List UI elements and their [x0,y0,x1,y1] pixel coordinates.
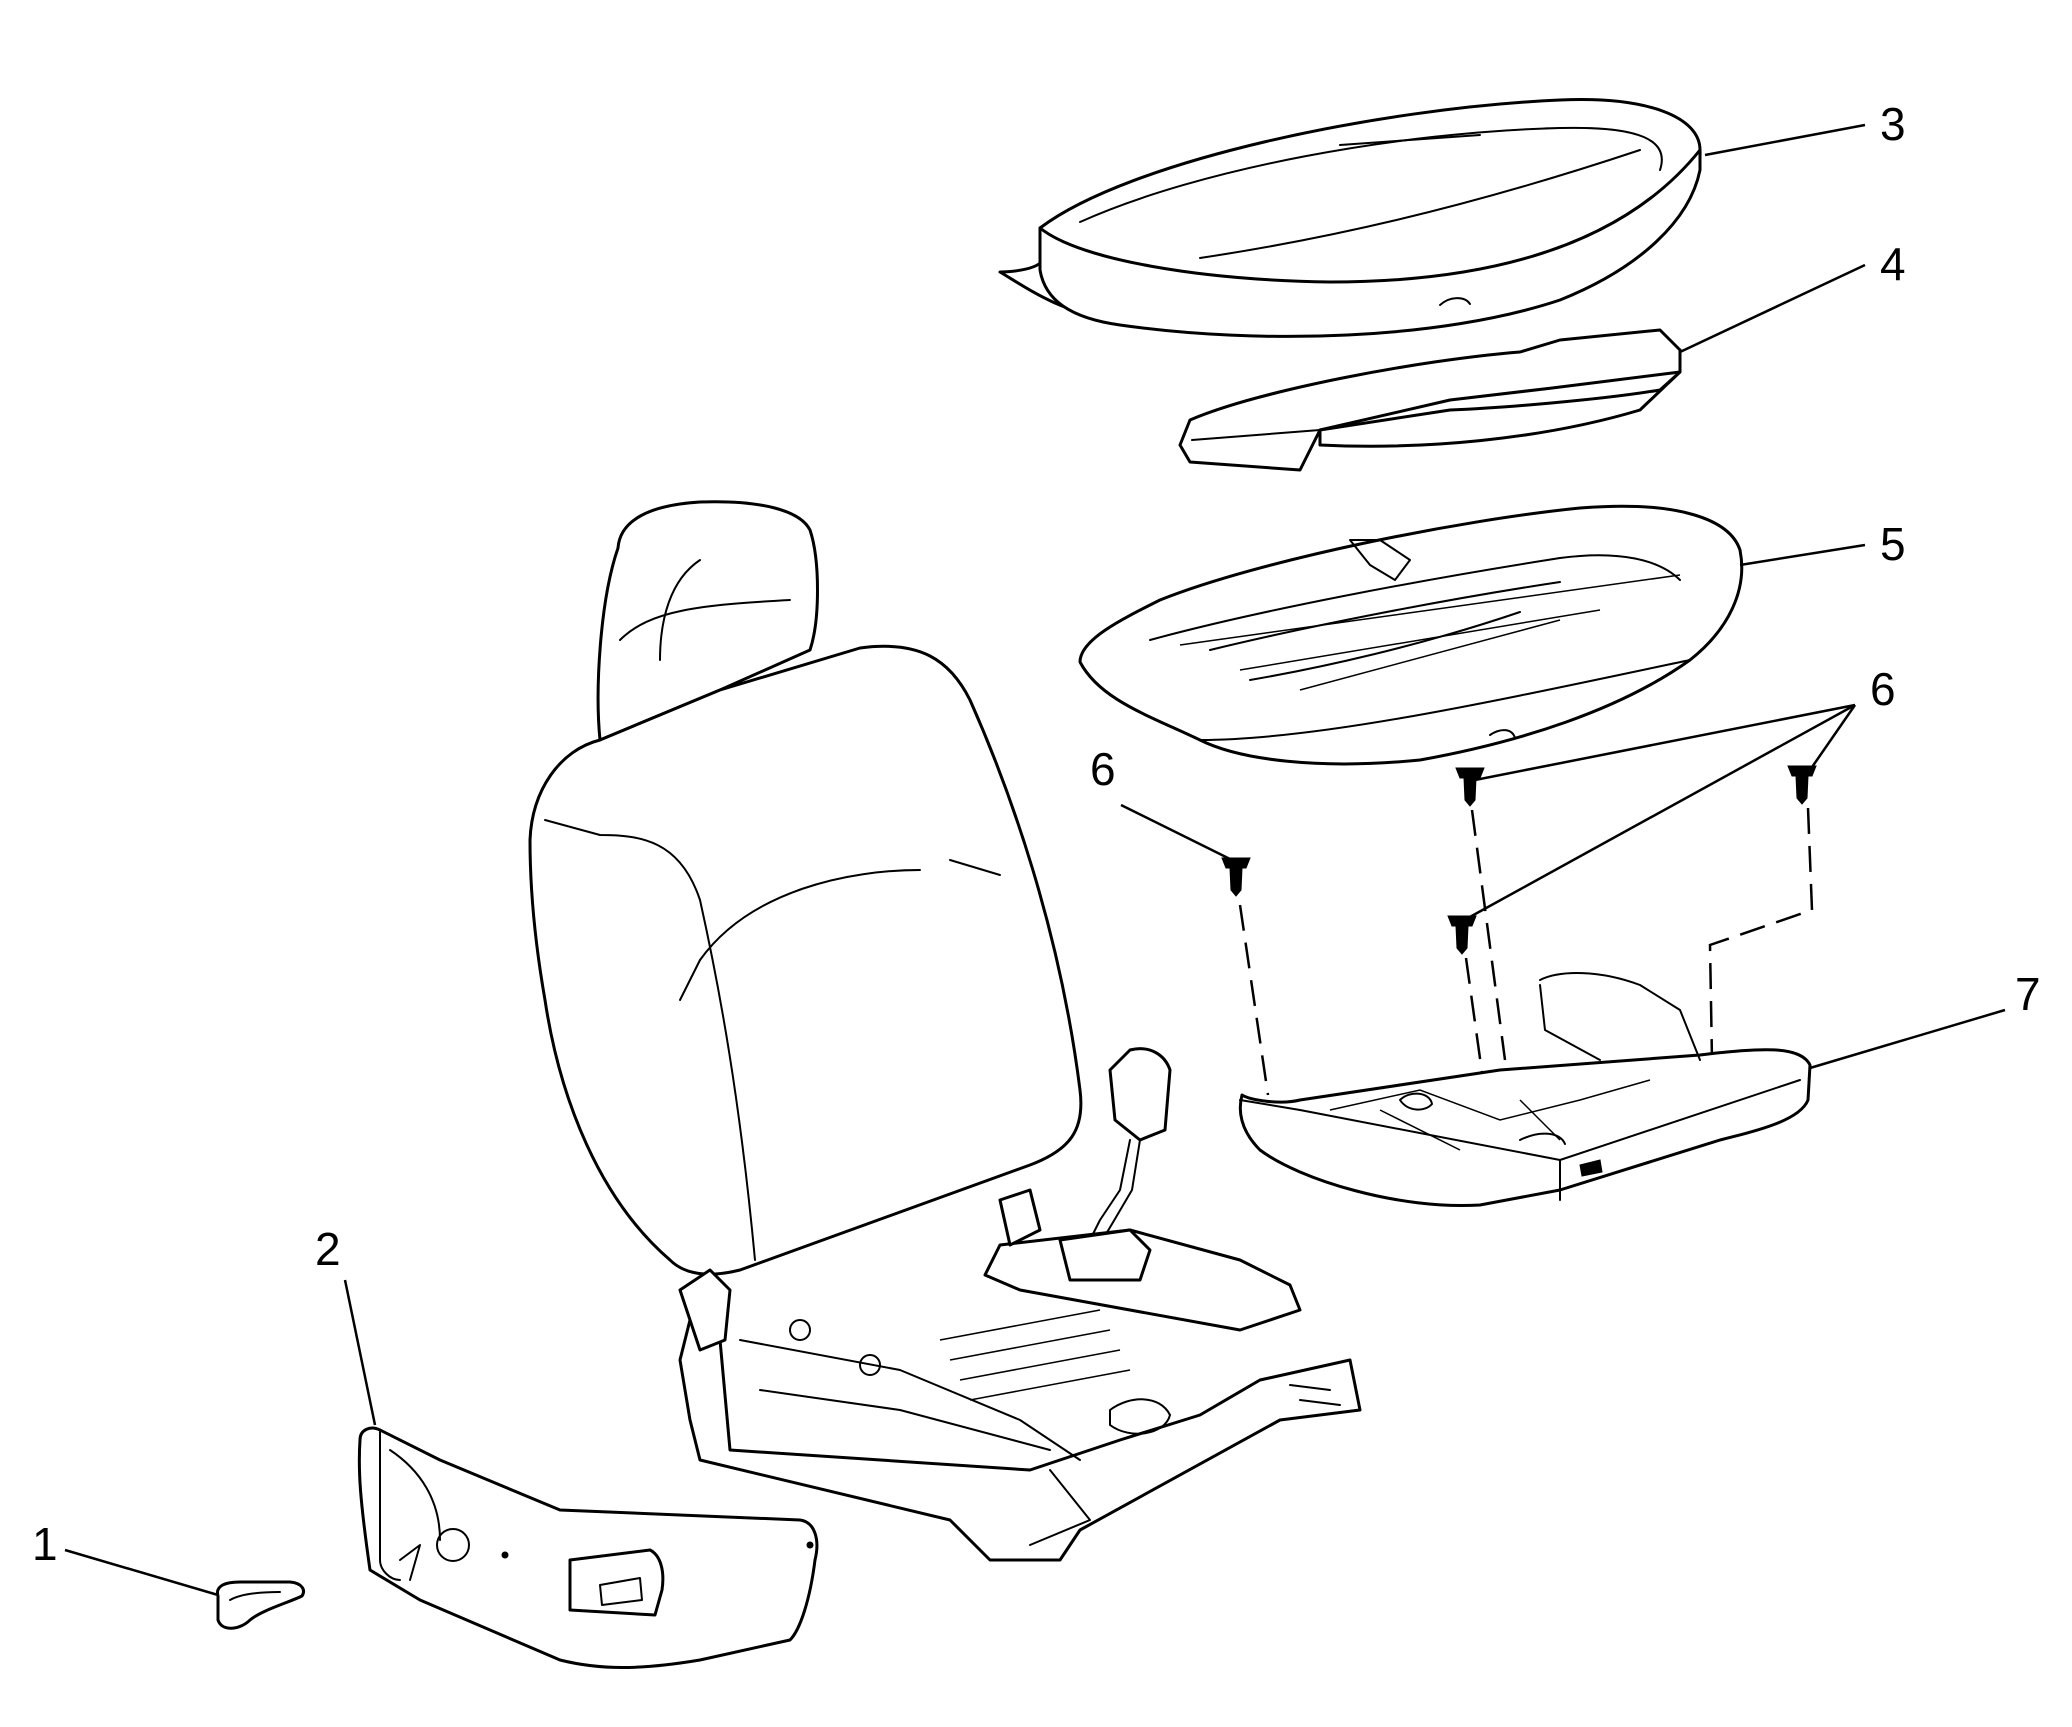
seat-cushion-frame [1078,504,1744,766]
callout-3: 3 [1880,98,1906,150]
seat-back [528,500,1083,1276]
push-pin-fastener [1221,857,1251,897]
push-pin-fastener [1447,915,1477,955]
push-pin-fastener [1787,765,1817,805]
callout-2: 2 [315,1223,341,1275]
callout-1: 1 [32,1518,58,1570]
callout-6-right: 6 [1870,663,1896,715]
callout-6-left: 6 [1090,743,1116,795]
leader-lines [64,123,2006,1597]
seat-cushion-insert-pad [1178,328,1682,472]
callout-5: 5 [1880,518,1906,570]
push-pin-fasteners [1221,765,1817,955]
seat-cushion-pan [1238,972,1812,1208]
seat-outer-trim-panel [357,1426,819,1669]
callout-7: 7 [2015,968,2041,1020]
push-pin-fastener [1455,767,1485,807]
installation-dashed-lines [1238,807,1814,1131]
seat-belt-buckle [1058,1047,1172,1282]
callout-4: 4 [1880,238,1906,290]
callouts: 1 2 3 4 5 6 6 7 [32,98,2041,1570]
seat-cushion-cover [998,98,1702,338]
seat-adjuster-handle [215,1580,305,1630]
